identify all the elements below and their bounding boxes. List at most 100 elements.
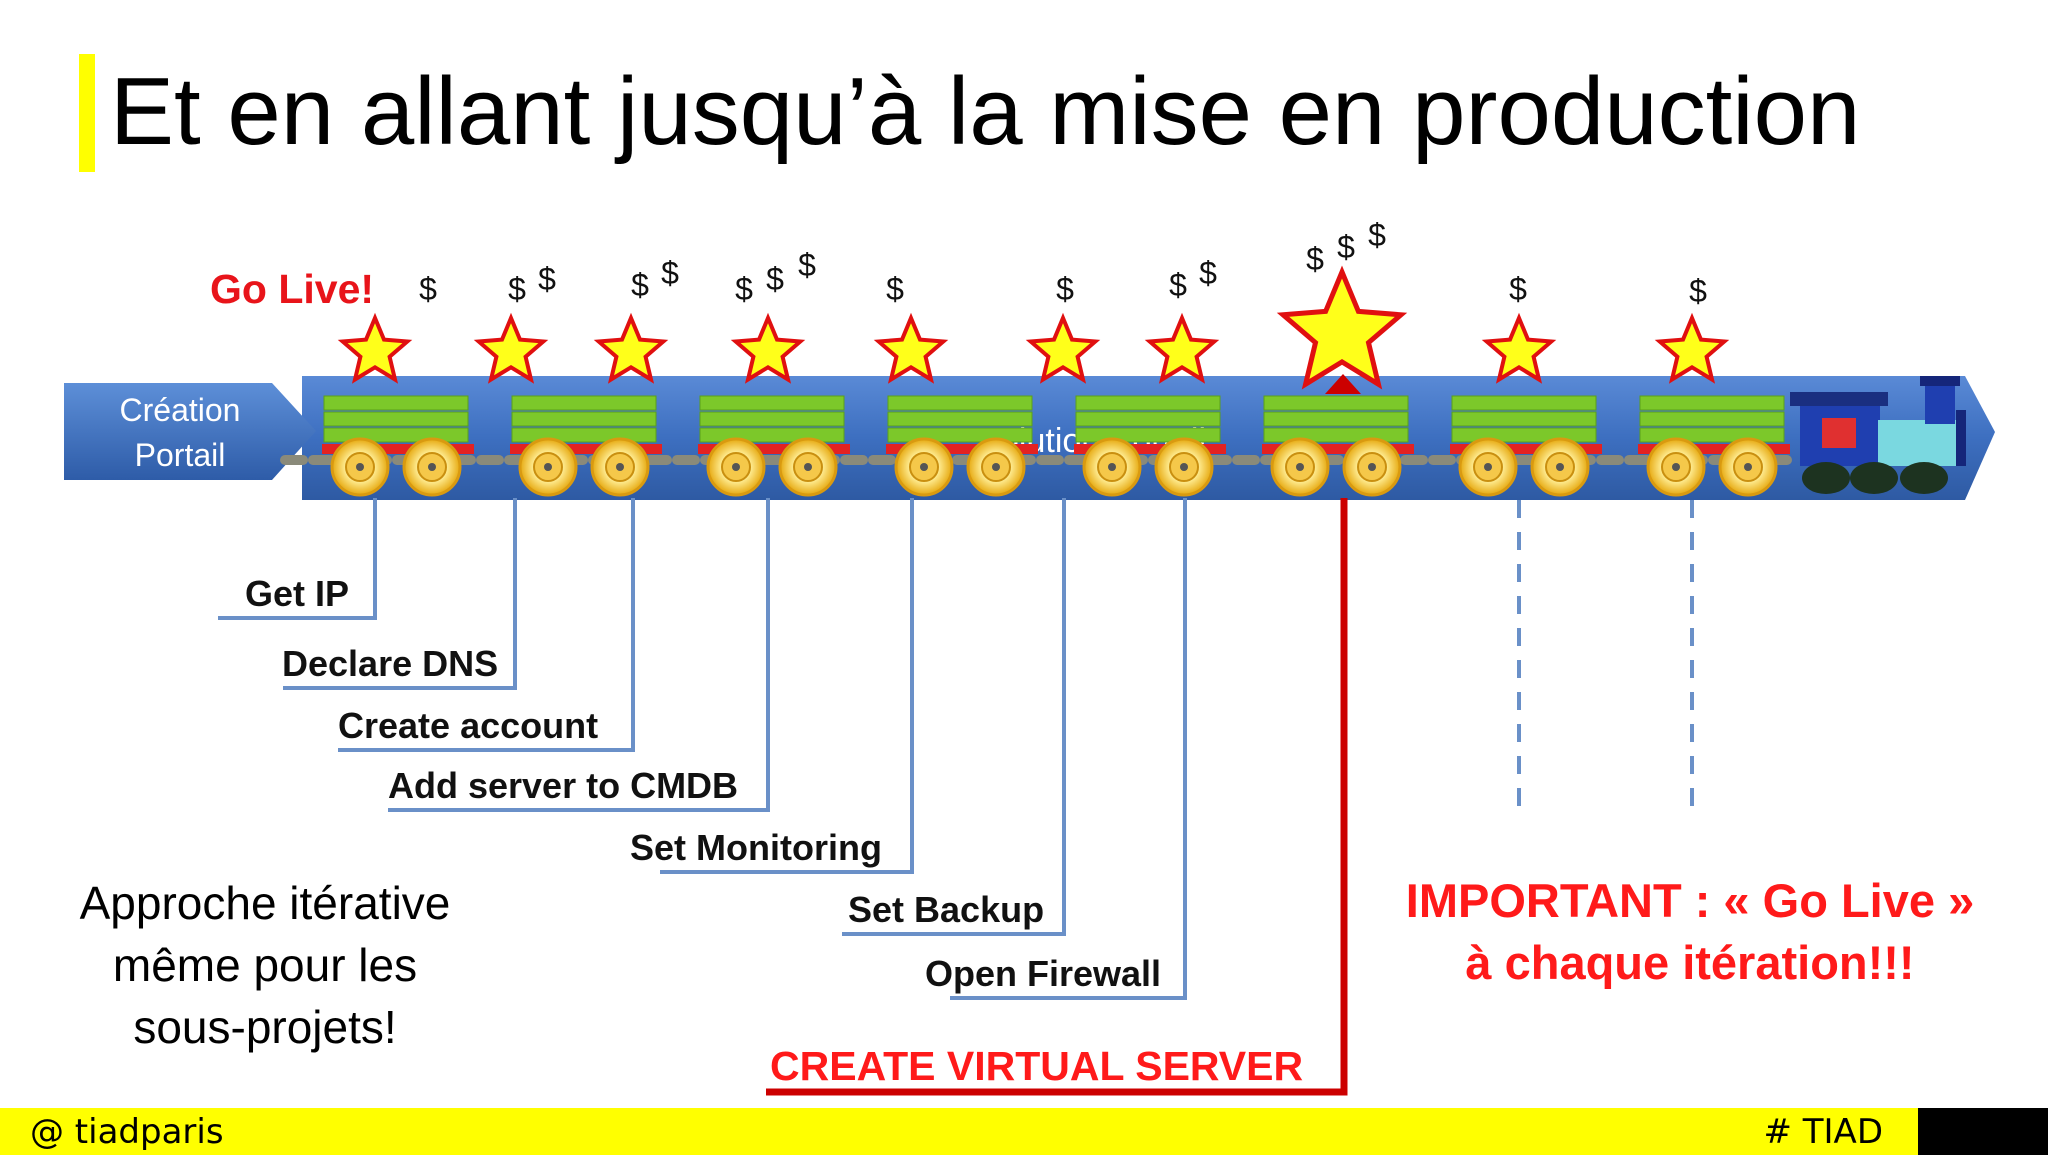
wagon-plank bbox=[1451, 411, 1597, 427]
dollar-sign: $ bbox=[661, 255, 679, 291]
locomotive-wheel bbox=[1900, 462, 1948, 494]
station-label: Open Firewall bbox=[925, 953, 1161, 994]
wheel-axle bbox=[804, 463, 812, 471]
wheel-axle bbox=[1180, 463, 1188, 471]
footer-black-block bbox=[1918, 1108, 2048, 1155]
wagon-plank bbox=[1639, 395, 1785, 411]
wheel-axle bbox=[732, 463, 740, 471]
star-icon bbox=[1481, 312, 1557, 384]
dollar-sign: $ bbox=[1169, 267, 1187, 303]
go-live-label: Go Live! bbox=[210, 266, 374, 312]
star-icon bbox=[593, 312, 669, 384]
star-icon bbox=[730, 312, 806, 384]
wagon-plank bbox=[1075, 427, 1221, 443]
station-label: Set Monitoring bbox=[630, 827, 882, 868]
approach-line-3: sous-projets! bbox=[133, 1001, 397, 1053]
wagon-base bbox=[1638, 444, 1790, 454]
connectors bbox=[218, 498, 1694, 1096]
star-icon bbox=[1144, 312, 1220, 384]
wagon-plank bbox=[887, 411, 1033, 427]
station-label: Add server to CMDB bbox=[388, 765, 738, 806]
locomotive bbox=[1790, 376, 1966, 494]
locomotive-front bbox=[1956, 410, 1966, 466]
wheel-axle bbox=[356, 463, 364, 471]
wagon bbox=[886, 395, 1038, 497]
star-icon bbox=[1654, 312, 1730, 384]
connector-line bbox=[283, 498, 517, 690]
wagon bbox=[698, 395, 850, 497]
dollar-sign: $ bbox=[538, 261, 556, 297]
wagon-plank bbox=[699, 411, 845, 427]
wagon-plank bbox=[511, 411, 657, 427]
important-note: IMPORTANT : « Go Live » à chaque itérati… bbox=[1370, 870, 2010, 994]
locomotive-wheel bbox=[1802, 462, 1850, 494]
wagon-plank bbox=[323, 411, 469, 427]
dollar-signs: $$$$$$$$$$$$$$$$$ bbox=[419, 217, 1707, 309]
wheel-axle bbox=[616, 463, 624, 471]
station-label: Declare DNS bbox=[282, 643, 498, 684]
wheel-axle bbox=[1672, 463, 1680, 471]
wagon-plank bbox=[699, 427, 845, 443]
connector-line bbox=[842, 498, 1066, 936]
station-label: CREATE VIRTUAL SERVER bbox=[770, 1043, 1303, 1089]
footer-bar: @ tiadparis # TIAD bbox=[0, 1108, 2048, 1155]
wheel-axle bbox=[992, 463, 1000, 471]
wheel-axle bbox=[1744, 463, 1752, 471]
star-icon bbox=[873, 312, 949, 384]
wagon-plank bbox=[887, 427, 1033, 443]
wagon-plank bbox=[1263, 395, 1409, 411]
wheel-axle bbox=[1108, 463, 1116, 471]
star-icon bbox=[337, 312, 413, 384]
footer-hashtag: # TIAD bbox=[1763, 1112, 1883, 1152]
dollar-sign: $ bbox=[1056, 271, 1074, 307]
wheel-axle bbox=[1296, 463, 1304, 471]
dollar-sign: $ bbox=[886, 271, 904, 307]
wagon bbox=[1450, 395, 1602, 497]
connector-line bbox=[950, 498, 1187, 1000]
connector-line bbox=[388, 498, 770, 812]
dollar-sign: $ bbox=[631, 267, 649, 303]
wagon bbox=[1262, 395, 1414, 497]
locomotive-chimney-top bbox=[1920, 376, 1960, 386]
wheel-axle bbox=[544, 463, 552, 471]
wheel-axle bbox=[920, 463, 928, 471]
train-diagram: olution Portail Création Portail $$$$$$$… bbox=[64, 217, 1995, 1096]
wagon-base bbox=[886, 444, 1038, 454]
dollar-sign: $ bbox=[735, 271, 753, 307]
wagon-base bbox=[1262, 444, 1414, 454]
dollar-sign: $ bbox=[1306, 241, 1324, 277]
dollar-sign: $ bbox=[1199, 255, 1217, 291]
important-line-2: à chaque itération!!! bbox=[1465, 936, 1915, 989]
station-label: Create account bbox=[338, 705, 598, 746]
connector-line bbox=[766, 498, 1348, 1096]
locomotive-roof bbox=[1790, 392, 1888, 406]
start-arrow bbox=[64, 383, 316, 480]
wheel-axle bbox=[1484, 463, 1492, 471]
start-label-line2: Portail bbox=[135, 437, 226, 473]
approach-note: Approche itérative même pour les sous-pr… bbox=[40, 872, 490, 1058]
wagon bbox=[1638, 395, 1790, 497]
wagon-plank bbox=[699, 395, 845, 411]
dollar-sign: $ bbox=[1509, 271, 1527, 307]
wagon-base bbox=[510, 444, 662, 454]
wagon bbox=[1074, 395, 1226, 497]
wagon bbox=[510, 395, 662, 497]
approach-line-1: Approche itérative bbox=[79, 877, 451, 929]
stars bbox=[337, 265, 1730, 390]
wagon-base bbox=[322, 444, 474, 454]
wagon bbox=[322, 395, 474, 497]
dollar-sign: $ bbox=[1689, 273, 1707, 309]
wagon-plank bbox=[887, 395, 1033, 411]
locomotive-window bbox=[1822, 418, 1856, 448]
wagon-base bbox=[698, 444, 850, 454]
connector-line bbox=[660, 498, 914, 874]
dollar-sign: $ bbox=[1337, 229, 1355, 265]
connector-line bbox=[218, 498, 377, 620]
dollar-sign: $ bbox=[798, 247, 816, 283]
wagon-plank bbox=[1451, 395, 1597, 411]
wagon-plank bbox=[511, 395, 657, 411]
wheel-axle bbox=[1368, 463, 1376, 471]
dollar-sign: $ bbox=[1368, 217, 1386, 253]
wheel-axle bbox=[428, 463, 436, 471]
